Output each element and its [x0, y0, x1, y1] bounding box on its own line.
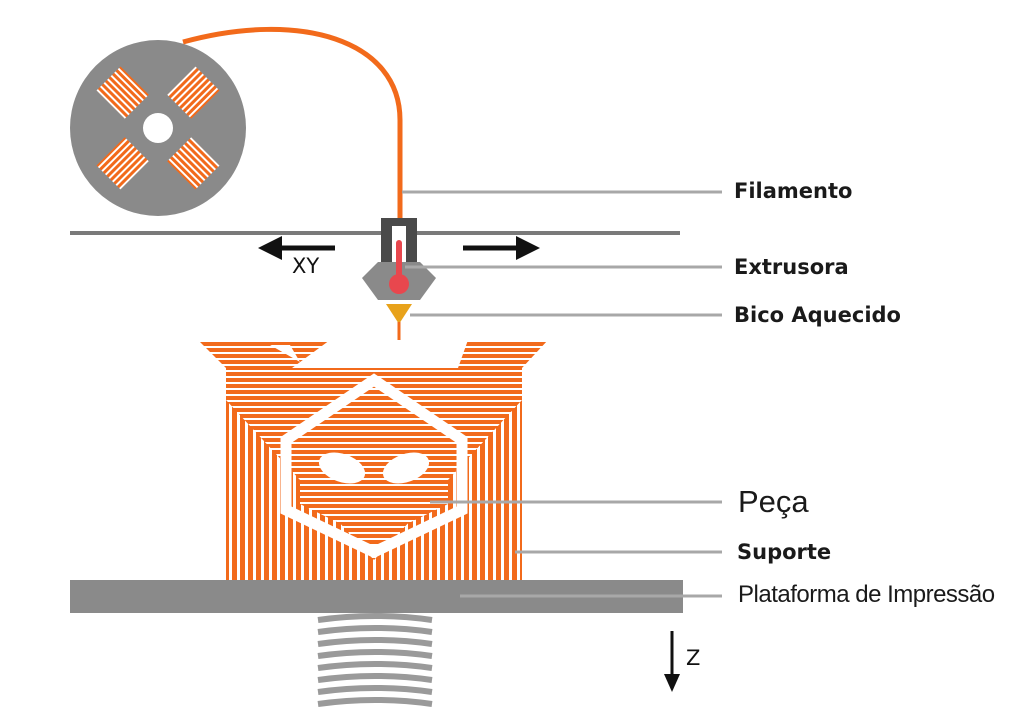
label-plataforma: Plataforma de Impressão — [738, 581, 995, 608]
thermometer-icon — [396, 240, 402, 280]
z-arrow — [664, 631, 680, 692]
z-screw — [317, 613, 433, 709]
label-filamento: Filamento — [734, 179, 853, 203]
label-suporte: Suporte — [737, 540, 832, 564]
xy-arrow-right — [463, 236, 540, 260]
nozzle — [386, 304, 412, 324]
filament-spool — [70, 40, 246, 216]
filament-line — [182, 26, 403, 245]
spool-hub — [143, 113, 173, 143]
xy-arrow-left — [258, 236, 335, 260]
eye-right — [382, 452, 430, 484]
gantry-rail — [70, 231, 680, 235]
printed-part — [198, 340, 548, 560]
axis-label-z: Z — [686, 646, 701, 670]
extruder — [362, 218, 436, 340]
hexagon-outline — [280, 373, 468, 559]
spool-windings — [96, 66, 220, 190]
label-peca: Peça — [738, 484, 809, 519]
axis-label-xy: XY — [292, 254, 320, 278]
eye-left — [318, 452, 366, 484]
label-bico-aquecido: Bico Aquecido — [734, 303, 901, 327]
leader-lines — [402, 190, 722, 598]
label-extrusora: Extrusora — [734, 255, 849, 279]
